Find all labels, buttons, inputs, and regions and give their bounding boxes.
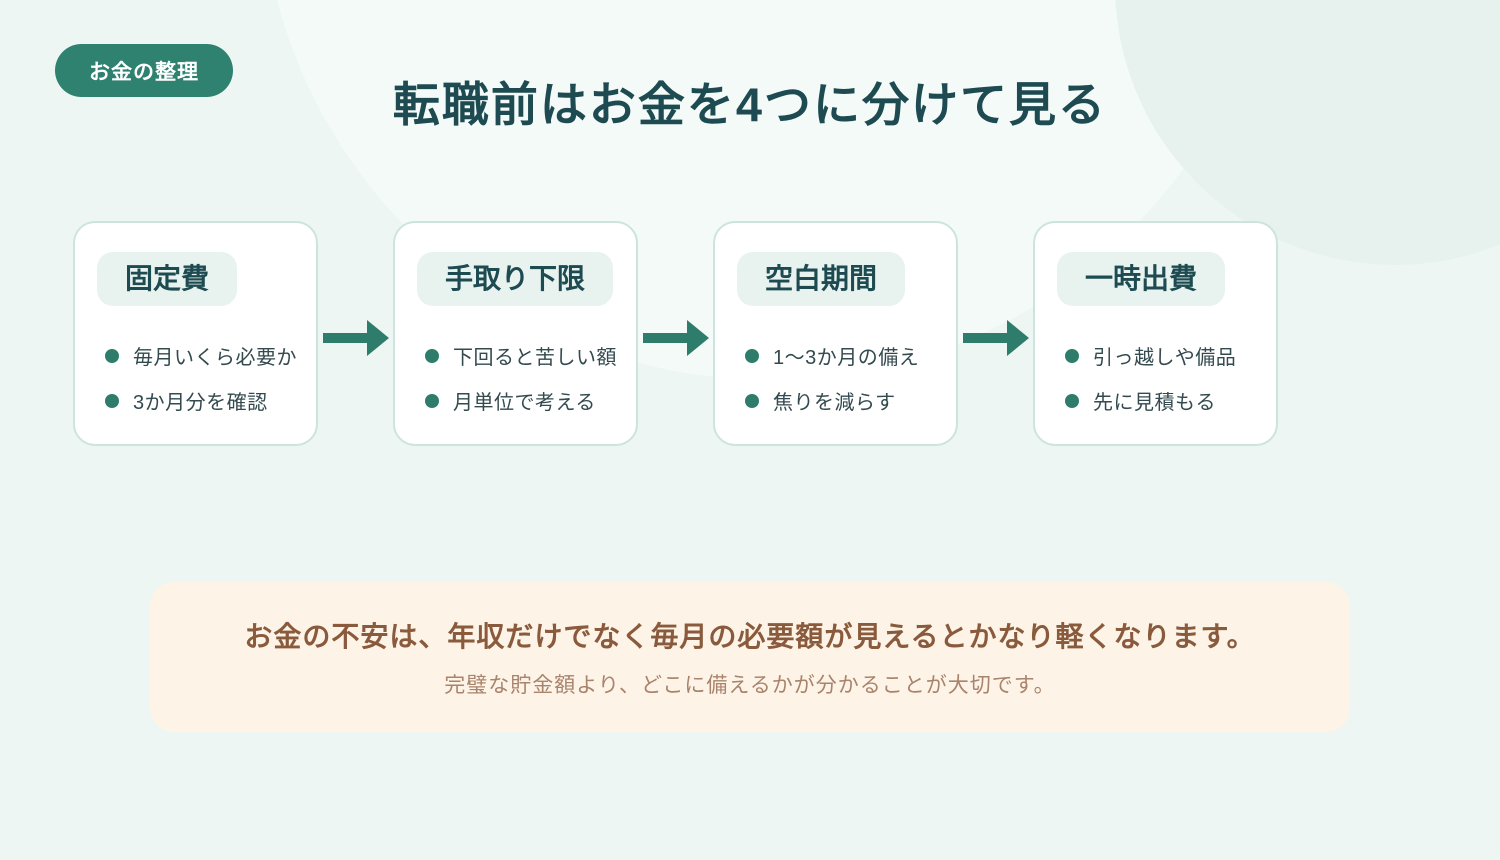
arrow-right-icon (962, 320, 1029, 356)
card-fixed-costs: 固定費 毎月いくら必要か 3か月分を確認 (73, 221, 318, 446)
card-takehome-floor: 手取り下限 下回ると苦しい額 月単位で考える (393, 221, 638, 446)
card-bullet-list: 引っ越しや備品 先に見積もる (1065, 341, 1268, 415)
list-item: 下回ると苦しい額 (425, 341, 628, 370)
list-item: 焦りを減らす (745, 386, 948, 415)
arrow-right-icon (642, 320, 709, 356)
card-title-chip: 一時出費 (1057, 252, 1226, 306)
bullet-dot-icon (425, 393, 439, 408)
bullet-label: 1〜3か月の備え (773, 347, 920, 369)
list-item: 1〜3か月の備え (745, 341, 948, 370)
list-item: 先に見積もる (1065, 386, 1268, 415)
card-bullet-list: 下回ると苦しい額 月単位で考える (425, 341, 628, 415)
bullet-dot-icon (745, 393, 759, 408)
arrow-right-icon (322, 320, 389, 356)
bullet-dot-icon (745, 348, 759, 363)
card-title-chip: 固定費 (97, 252, 238, 306)
card-bullet-list: 毎月いくら必要か 3か月分を確認 (105, 341, 308, 415)
category-badge-label: お金の整理 (89, 60, 199, 84)
card-bullet-list: 1〜3か月の備え 焦りを減らす (745, 341, 948, 415)
bullet-dot-icon (105, 393, 119, 408)
list-item: 月単位で考える (425, 386, 628, 415)
category-badge: お金の整理 (55, 44, 233, 97)
bullet-label: 引っ越しや備品 (1093, 347, 1237, 369)
list-item: 毎月いくら必要か (105, 341, 308, 370)
flow-connector (638, 221, 713, 446)
summary-subtext: 完璧な貯金額より、どこに備えるかが分かることが大切です。 (444, 674, 1056, 697)
card-title-chip: 手取り下限 (417, 252, 614, 306)
card-title-chip: 空白期間 (737, 252, 906, 306)
summary-headline: お金の不安は、年収だけでなく毎月の必要額が見えるとかなり軽くなります。 (244, 621, 1256, 652)
flow-diagram: 固定費 毎月いくら必要か 3か月分を確認 手取り下限 下回ると苦しい額 (73, 221, 1278, 446)
summary-note: お金の不安は、年収だけでなく毎月の必要額が見えるとかなり軽くなります。 完璧な貯… (150, 582, 1350, 732)
bullet-dot-icon (1065, 348, 1079, 363)
bullet-dot-icon (1065, 393, 1079, 408)
bullet-dot-icon (425, 348, 439, 363)
bullet-label: 焦りを減らす (773, 392, 896, 414)
bullet-label: 毎月いくら必要か (133, 347, 297, 369)
list-item: 3か月分を確認 (105, 386, 308, 415)
bullet-label: 月単位で考える (453, 392, 596, 414)
flow-connector (318, 221, 393, 446)
bullet-label: 先に見積もる (1093, 392, 1216, 414)
flow-connector (958, 221, 1033, 446)
card-blank-period: 空白期間 1〜3か月の備え 焦りを減らす (713, 221, 958, 446)
bullet-label: 3か月分を確認 (133, 392, 268, 414)
bullet-label: 下回ると苦しい額 (453, 347, 617, 369)
bullet-dot-icon (105, 348, 119, 363)
list-item: 引っ越しや備品 (1065, 341, 1268, 370)
card-onetime-expenses: 一時出費 引っ越しや備品 先に見積もる (1033, 221, 1278, 446)
page-title: 転職前はお金を4つに分けて見る (392, 78, 1108, 131)
